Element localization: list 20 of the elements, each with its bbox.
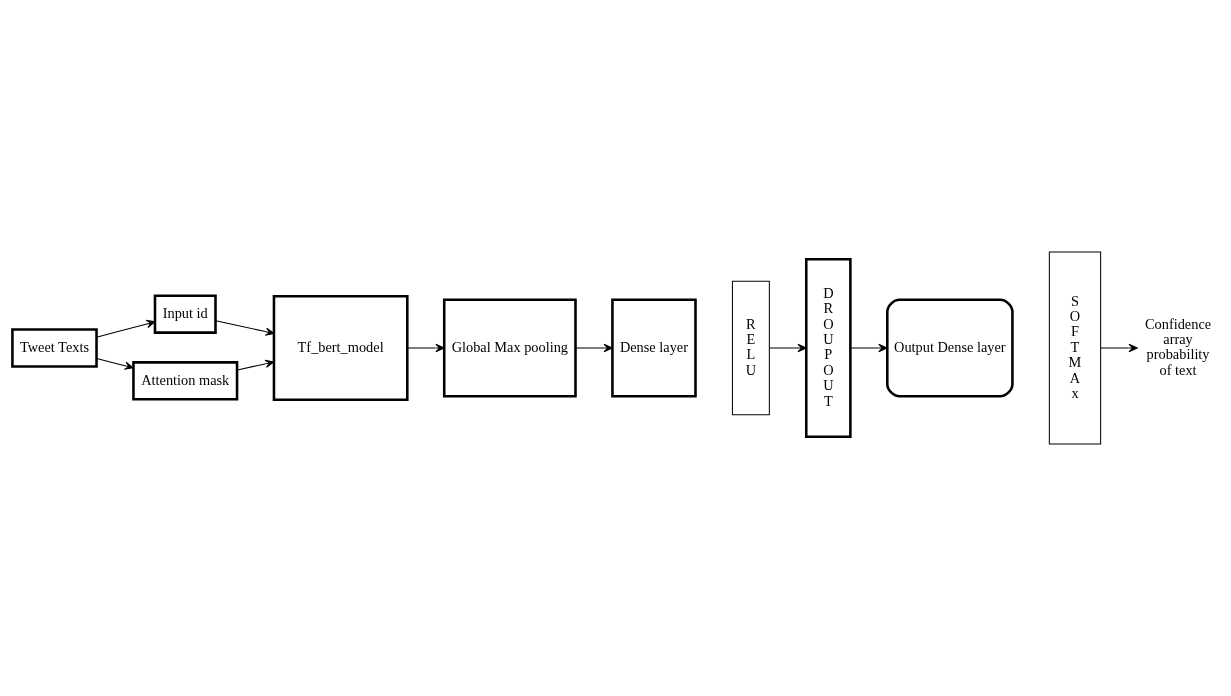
arrow (407, 343, 445, 353)
node-box: Tweet Texts (11, 328, 98, 368)
node-box: Attention mask (132, 361, 239, 401)
node-text: Confidence array probability of text (1145, 315, 1212, 378)
arrow (236, 359, 275, 371)
arrow (575, 343, 613, 353)
arrow (96, 357, 134, 370)
node-box: Dense layer (611, 298, 697, 398)
node-box: Input id (153, 294, 217, 334)
node-box: Global Max pooling (442, 298, 577, 398)
arrow (1100, 343, 1138, 353)
node-box: S O F T M A x (1048, 251, 1102, 445)
arrow (768, 343, 807, 353)
arrow (96, 319, 156, 338)
node-box: R E L U (731, 280, 770, 416)
arrow (849, 343, 888, 353)
arrow (215, 320, 275, 336)
node-box: D R O U P O U T (805, 258, 852, 438)
node-box: Output Dense layer (886, 298, 1014, 398)
node-box: Tf_bert_model (272, 294, 409, 402)
